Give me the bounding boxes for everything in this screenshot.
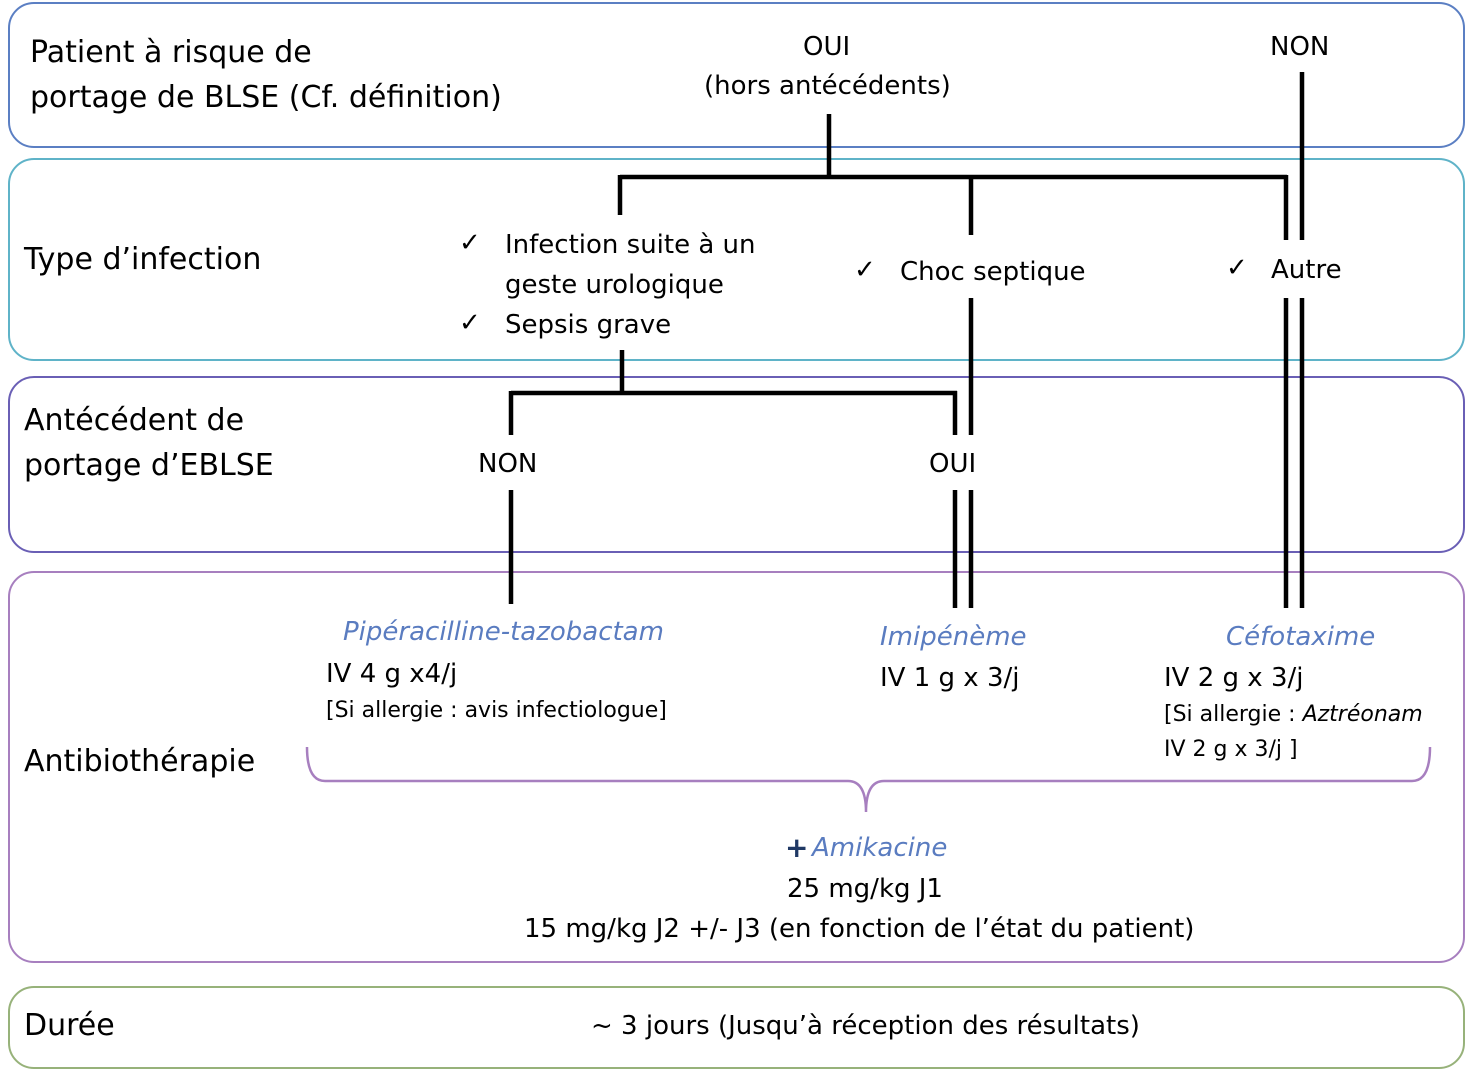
allergy-cefotaxime: [Si allergie : Aztréonam bbox=[1164, 704, 1423, 726]
blse-oui: OUI bbox=[803, 32, 851, 62]
allergy-piperacillin: [Si allergie : avis infectiologue] bbox=[326, 698, 667, 723]
row-risk-blse bbox=[8, 2, 1465, 148]
type-opt3: Choc septique bbox=[900, 257, 1086, 287]
abx-label: Antibiothérapie bbox=[24, 744, 256, 779]
duree-value: ~ 3 jours (Jusqu’à réception des résulta… bbox=[591, 1011, 1140, 1041]
dose-piperacillin: IV 4 g x4/j bbox=[326, 659, 458, 689]
drug-amikacine: Amikacine bbox=[812, 833, 948, 863]
row-eblse-history bbox=[8, 376, 1465, 553]
dose-cefotaxime: IV 2 g x 3/j bbox=[1164, 663, 1304, 693]
brace bbox=[305, 746, 1432, 813]
type-label: Type d’infection bbox=[24, 242, 262, 277]
check-icon: ✓ bbox=[1226, 253, 1248, 283]
drug-cefotaxime: Céfotaxime bbox=[1226, 622, 1376, 652]
blse-non: NON bbox=[1270, 32, 1330, 62]
type-opt2: Sepsis grave bbox=[505, 310, 672, 340]
type-opt1-line1: Infection suite à un bbox=[505, 230, 756, 260]
ante-non: NON bbox=[478, 449, 538, 479]
dose-imipeneme: IV 1 g x 3/j bbox=[880, 663, 1020, 693]
row-infection-type bbox=[8, 158, 1465, 361]
drug-piperacillin: Pipéracilline-tazobactam bbox=[343, 617, 664, 647]
plus-icon: + bbox=[785, 831, 809, 864]
type-opt1-line2: geste urologique bbox=[505, 270, 724, 300]
type-opt4: Autre bbox=[1271, 255, 1342, 285]
check-icon: ✓ bbox=[459, 308, 481, 338]
blse-oui-note: (hors antécédents) bbox=[704, 71, 951, 101]
amika-dose2: 15 mg/kg J2 +/- J3 (en fonction de l’éta… bbox=[524, 914, 1195, 944]
ante-oui: OUI bbox=[929, 449, 977, 479]
ante-label-line1: Antécédent de bbox=[24, 403, 245, 438]
check-icon: ✓ bbox=[854, 255, 876, 285]
blse-label-line2: portage de BLSE (Cf. définition) bbox=[30, 80, 502, 115]
row-antibiotherapy bbox=[8, 571, 1465, 963]
allergy-cefotaxime-line2: IV 2 g x 3/j ] bbox=[1164, 737, 1298, 762]
ante-label-line2: portage d’EBLSE bbox=[24, 448, 274, 483]
amika-dose1: 25 mg/kg J1 bbox=[787, 874, 943, 904]
drug-imipeneme: Imipénème bbox=[880, 622, 1027, 652]
blse-label-line1: Patient à risque de bbox=[30, 35, 312, 70]
duree-label: Durée bbox=[24, 1008, 115, 1043]
allergy-cefotaxime-prefix: [Si allergie : bbox=[1164, 702, 1303, 727]
allergy-cefotaxime-drug: Aztréonam bbox=[1302, 702, 1423, 727]
check-icon: ✓ bbox=[459, 228, 481, 258]
row-duration bbox=[8, 986, 1465, 1069]
